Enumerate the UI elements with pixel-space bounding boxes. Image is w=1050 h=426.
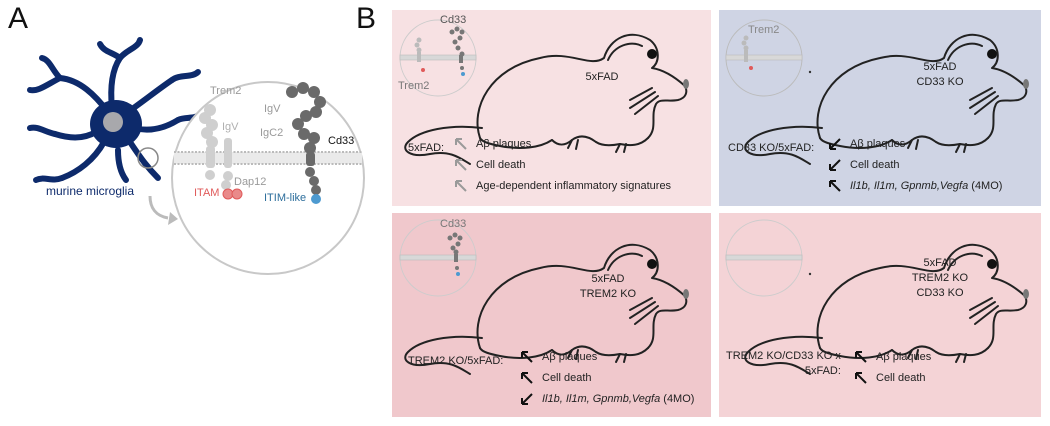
arrow-down-icon <box>829 138 841 151</box>
q1-condition: 5xFAD: <box>408 142 445 154</box>
arrow-up-icon <box>855 372 867 384</box>
inset-q3 <box>399 219 477 297</box>
list-item: Aβ plaques <box>454 134 671 155</box>
q1-effects-list: Aβ plaques Cell death Age-dependent infl… <box>454 134 671 197</box>
q1-mouse-label: 5xFAD <box>585 71 619 83</box>
q1-inset-cd33-label: Cd33 <box>440 14 467 26</box>
inset-q2 <box>725 19 812 97</box>
trem2-receptor <box>199 104 218 180</box>
list-item: Cell death <box>520 368 694 389</box>
quadrant-trem2-ko <box>392 213 711 417</box>
arrow-up-icon <box>521 351 533 363</box>
cd33-label: Cd33 <box>328 135 355 147</box>
inset-q4 <box>725 219 812 297</box>
arrow-up-icon <box>455 138 467 150</box>
list-item: Cell death <box>454 155 671 176</box>
microglia-nucleus <box>103 112 123 132</box>
zoom-circle <box>137 147 159 169</box>
q3-mouse-label: 5xFAD TREM2 KO <box>579 273 637 300</box>
q4-condition: TREM2 KO/CD33 KO x 5xFAD: <box>726 350 841 377</box>
list-item: Aβ plaques <box>520 347 694 368</box>
q4-effects-list: Aβ plaques Cell death <box>854 347 931 389</box>
list-item: Il1b, Il1m, Gpnmb,Vegfa (4MO) <box>520 389 694 410</box>
q2-mouse-label: 5xFAD CD33 KO <box>916 61 964 88</box>
arrow-up-icon <box>829 180 841 192</box>
arrow-up-icon <box>521 372 533 384</box>
q4-mouse-label: 5xFAD TREM2 KO CD33 KO <box>911 257 969 299</box>
list-item: Aβ plaques <box>854 347 931 368</box>
itim-label: ITIM-like <box>264 192 307 204</box>
itam-label: ITAM <box>194 187 220 199</box>
panel-b-letter: B <box>356 2 377 35</box>
membrane-inset-circle <box>171 81 365 275</box>
panel-a-letter: A <box>8 2 29 35</box>
panel-a-diagram <box>27 37 365 275</box>
inset-q1 <box>399 19 477 97</box>
quadrant-5xfad <box>392 10 711 206</box>
igc2-label: IgC2 <box>260 127 284 139</box>
list-item: Il1b, Il1m, Gpnmb,Vegfa (4MO) <box>828 176 1002 197</box>
q3-condition: TREM2 KO/5xFAD: <box>408 355 504 367</box>
quadrant-cd33-ko <box>719 10 1041 206</box>
arrow-up-icon <box>455 159 467 171</box>
list-item: Cell death <box>828 155 1002 176</box>
trem2-label: Trem2 <box>210 85 242 97</box>
q2-condition: CD33 KO/5xFAD: <box>728 142 815 154</box>
igv-left-label: IgV <box>222 121 239 133</box>
list-item: Cell death <box>854 368 931 389</box>
list-item: Aβ plaques <box>828 134 1002 155</box>
q3-effects-list: Aβ plaques Cell death Il1b, Il1m, Gpnmb,… <box>520 347 694 410</box>
igv-right-label: IgV <box>264 103 281 115</box>
arrow-down-icon <box>829 159 841 172</box>
q3-inset-cd33-label: Cd33 <box>440 218 467 230</box>
dap12-adapter <box>221 138 233 190</box>
q2-effects-list: Aβ plaques Cell death Il1b, Il1m, Gpnmb,… <box>828 134 1002 197</box>
curved-arrow-icon <box>148 195 169 220</box>
q1-inset-trem2-label: Trem2 <box>398 80 430 92</box>
q2-inset-trem2-label: Trem2 <box>748 24 780 36</box>
list-item: Age-dependent inflammatory signatures <box>454 176 671 197</box>
arrow-down-icon <box>521 393 533 406</box>
microglia-label: murine microglia <box>46 184 135 198</box>
arrow-up-icon <box>855 351 867 363</box>
dap12-label: Dap12 <box>234 176 267 188</box>
arrow-up-icon <box>455 180 467 192</box>
cd33-receptor <box>286 82 326 195</box>
